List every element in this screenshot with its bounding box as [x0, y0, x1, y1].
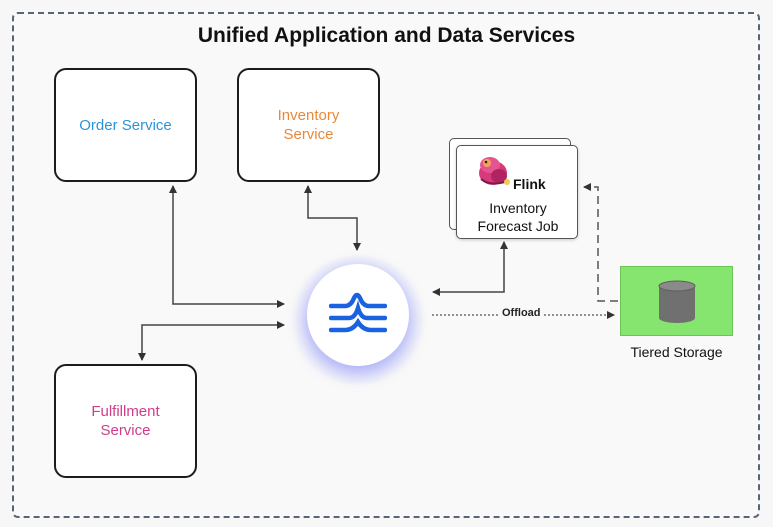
tiered-storage-box [620, 266, 733, 336]
database-cylinder-icon [658, 280, 696, 323]
streaming-hub [307, 264, 409, 366]
fulfillment-service-label-line1: Fulfillment [91, 403, 160, 420]
order-hub-connector [169, 185, 285, 308]
inventory-hub-connector [304, 185, 361, 251]
flink-squirrel-icon [479, 157, 510, 185]
inventory-service-box: Inventory Service [237, 68, 380, 182]
flink-hub-connector [432, 241, 508, 296]
fulfillment-service-label-line2: Service [100, 422, 151, 439]
flink-job-card: Flink Inventory Forecast Job [456, 145, 578, 239]
flink-job-label-line1: Inventory [489, 200, 547, 216]
order-service-box: Order Service [54, 68, 197, 182]
tiered-storage-label: Tiered Storage [630, 344, 723, 360]
flink-job-label-line2: Forecast Job [477, 218, 559, 234]
inventory-service-label-line1: Inventory [277, 107, 340, 124]
inventory-service-label-line2: Service [283, 126, 334, 143]
confluent-logo-icon [329, 292, 387, 333]
order-service-label: Order Service [79, 116, 172, 134]
flink-logo-text: Flink [513, 176, 546, 192]
fulfillment-hub-connector [138, 321, 285, 361]
fulfillment-service-box: Fulfillment Service [54, 364, 197, 478]
storage-flink-connector [583, 183, 618, 302]
diagram-title: Unified Application and Data Services [197, 24, 576, 47]
offload-label: Offload [500, 307, 543, 319]
